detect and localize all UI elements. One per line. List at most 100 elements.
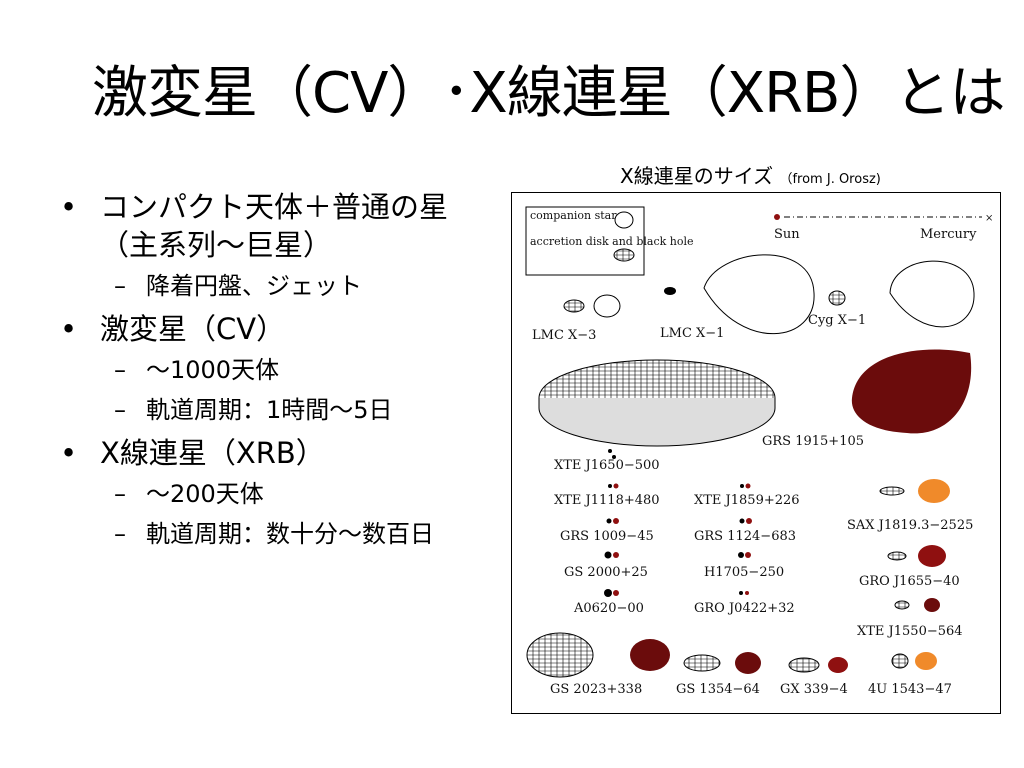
bullet-dot: • — [60, 190, 78, 224]
gs2000-disk — [604, 551, 612, 559]
sub-bullet-item: –〜200天体 — [60, 478, 500, 510]
legend-star-symbol — [614, 211, 634, 229]
gs2000-label: GS 2000+25 — [564, 565, 648, 580]
bullet-dot: • — [60, 312, 78, 346]
gs2023-star — [630, 639, 670, 671]
gro0422-disk — [739, 591, 743, 595]
grs1124-star — [746, 518, 752, 524]
sun-label: Sun — [774, 227, 800, 242]
bullet-item: • 激変星（CV） — [60, 310, 500, 348]
grs1009-label: GRS 1009−45 — [560, 529, 654, 544]
gx339-label: GX 339−4 — [780, 682, 848, 697]
sax1819-label: SAX J1819.3−2525 — [847, 518, 973, 533]
gro0422-label: GRO J0422+32 — [694, 601, 795, 616]
grs1009-disk — [606, 518, 612, 524]
lmc-x1-star — [703, 254, 815, 335]
lmc-x1-label: LMC X−1 — [660, 326, 724, 341]
gro1655-label: GRO J1655−40 — [859, 574, 960, 589]
lmc-x3-disk — [563, 299, 585, 313]
gro1655-star — [918, 545, 946, 567]
xte1859-disk — [740, 484, 744, 488]
sub-bullet-dash: – — [114, 272, 126, 300]
xte1650-disk — [608, 449, 612, 453]
gs2000-star — [613, 552, 619, 558]
figure-caption: X線連星のサイズ （from J. Orosz) — [620, 160, 881, 189]
sub-bullet-text: 軌道周期：数十分〜数百日 — [146, 520, 434, 548]
sub-bullet-dash: – — [114, 480, 126, 508]
bullet-list: •コンパクト天体＋普通の星（主系列〜巨星） –降着円盤、ジェット •激変星（CV… — [60, 188, 500, 558]
sub-bullet-item: –軌道周期：1時間〜5日 — [60, 394, 500, 426]
gs2023-label: GS 2023+338 — [550, 682, 642, 697]
scale-end-mark: × — [985, 213, 993, 224]
caption-source: （from J. Orosz) — [779, 172, 881, 187]
a0620-star — [613, 590, 619, 596]
grs1009-star — [613, 518, 619, 524]
sub-bullet-dash: – — [114, 356, 126, 384]
lmc-x1-disk — [664, 287, 676, 295]
gro0422-star — [745, 591, 749, 595]
lmc-x3-label: LMC X−3 — [532, 328, 596, 343]
xrb-size-figure: companion star accretion disk and black … — [511, 192, 1001, 714]
4u1543-star — [915, 652, 937, 670]
xte1859-label: XTE J1859+226 — [694, 493, 800, 508]
caption-text: X線連星のサイズ — [620, 164, 774, 188]
xte1650-label: XTE J1650−500 — [554, 458, 660, 473]
gs1354-disk — [683, 654, 721, 672]
legend-box — [525, 206, 645, 276]
h1705-label: H1705−250 — [704, 565, 784, 580]
gro1655-disk — [887, 551, 907, 561]
sax1819-star — [918, 479, 950, 503]
grs1915-star — [851, 349, 972, 434]
4u1543-disk — [891, 653, 909, 669]
sub-bullet-item: –〜1000天体 — [60, 354, 500, 386]
grs1124-label: GRS 1124−683 — [694, 529, 796, 544]
sub-bullet-dash: – — [114, 520, 126, 548]
sun-dot — [774, 214, 780, 220]
gs2023-disk — [526, 632, 594, 678]
sub-bullet-text: 〜1000天体 — [146, 356, 280, 384]
slide-title: 激変星（CV）･X線連星（XRB）とは — [92, 61, 1005, 126]
4u1543-label: 4U 1543−47 — [868, 682, 952, 697]
cyg-x1-label: Cyg X−1 — [808, 313, 866, 328]
bullet-item: • コンパクト天体＋普通の星（主系列〜巨星） — [60, 188, 500, 264]
cyg-x1-disk — [828, 290, 846, 306]
xte1118-star — [613, 483, 619, 489]
legend-accretion-label: accretion disk and black hole — [530, 235, 694, 248]
sub-bullet-text: 軌道周期：1時間〜5日 — [146, 396, 393, 424]
xte1118-label: XTE J1118+480 — [554, 493, 660, 508]
xte1550-label: XTE J1550−564 — [857, 624, 963, 639]
grs1124-disk — [739, 518, 745, 524]
grs1915-disk-rim — [538, 398, 776, 447]
grs1915-label: GRS 1915+105 — [762, 434, 864, 449]
lmc-x3-star — [593, 294, 621, 318]
gs1354-label: GS 1354−64 — [676, 682, 760, 697]
legend-companion-label: companion star — [530, 209, 617, 222]
sub-bullet-dash: – — [114, 396, 126, 424]
sub-bullet-text: 〜200天体 — [146, 480, 264, 508]
sub-bullet-item: –軌道周期：数十分〜数百日 — [60, 518, 500, 550]
bullet-dot: • — [60, 436, 78, 470]
xte1118-disk — [608, 484, 612, 488]
a0620-label: A0620−00 — [573, 601, 644, 616]
sub-bullet-text: 降着円盤、ジェット — [146, 272, 362, 300]
bullet-text: コンパクト天体＋普通の星（主系列〜巨星） — [100, 190, 449, 262]
legend-disk-symbol — [613, 248, 635, 262]
sub-bullet-item: –降着円盤、ジェット — [60, 270, 500, 302]
bullet-item: • X線連星（XRB） — [60, 434, 500, 472]
xte1859-star — [745, 483, 751, 489]
bullet-text: 激変星（CV） — [100, 312, 286, 346]
a0620-disk — [604, 589, 612, 597]
xte1550-star — [924, 598, 940, 612]
gx339-star — [828, 657, 848, 673]
cyg-x1-star — [889, 260, 975, 328]
h1705-disk — [738, 552, 744, 558]
h1705-star — [745, 552, 751, 558]
gs1354-star — [735, 652, 761, 674]
sax1819-disk — [879, 486, 905, 496]
xte1550-disk — [894, 600, 910, 610]
figure-drawing: companion star accretion disk and black … — [525, 206, 993, 697]
gx339-disk — [788, 657, 820, 673]
xte1650-star — [612, 455, 616, 459]
mercury-label: Mercury — [920, 227, 977, 242]
bullet-text: X線連星（XRB） — [100, 436, 325, 470]
